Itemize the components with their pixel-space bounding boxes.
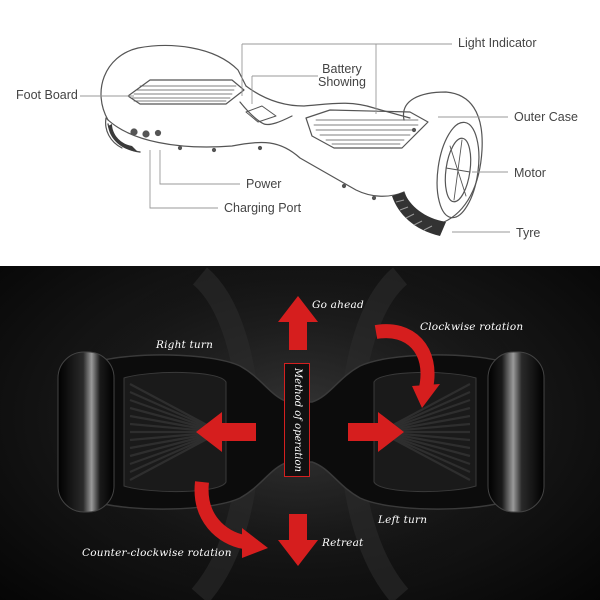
retreat-arrow <box>278 514 318 566</box>
tyre-tread <box>108 124 446 236</box>
left-turn-arrow <box>348 412 404 452</box>
power-label: Power <box>246 177 282 191</box>
right-foot-pad <box>373 371 477 493</box>
left-turn-label: Left turn <box>378 514 428 526</box>
go-ahead-label: Go ahead <box>312 299 364 311</box>
tyre-label: Tyre <box>516 226 541 240</box>
hoverboard-line-drawing <box>80 43 510 236</box>
clockwise-rotation-label: Clockwise rotation <box>420 321 524 333</box>
body-upper-edge <box>245 85 411 119</box>
right-foot-board <box>305 109 429 149</box>
right-turn-arrow <box>196 412 256 452</box>
battery-showing-label: Battery Showing <box>318 62 366 90</box>
foot-board-label: Foot Board <box>16 88 78 102</box>
clockwise-rotation-arrow <box>374 324 440 408</box>
left-wheel <box>57 351 115 513</box>
light-indicator-label: Light Indicator <box>458 36 537 50</box>
body-lower-edge <box>105 117 405 197</box>
retreat-label: Retreat <box>322 537 364 549</box>
motor-hub <box>436 121 480 219</box>
outer-case-label: Outer Case <box>514 110 578 124</box>
go-ahead-arrow <box>278 296 318 350</box>
right-wheel <box>487 351 545 513</box>
motor-label: Motor <box>514 166 546 180</box>
right-turn-label: Right turn <box>156 339 214 351</box>
left-wheel-cover-outline <box>100 44 247 121</box>
leader-lines <box>80 43 510 233</box>
method-of-operation-title: Method of operation <box>292 368 303 472</box>
charging-port-label: Charging Port <box>224 201 302 215</box>
method-of-operation-box: Method of operation <box>284 363 310 477</box>
left-foot-board <box>127 79 245 105</box>
parts-diagram-panel: Foot Board Battery Showing Light Indicat… <box>0 0 600 266</box>
counter-clockwise-rotation-arrow <box>194 481 268 558</box>
counter-clockwise-rotation-label: Counter-clockwise rotation <box>82 547 232 559</box>
right-wheel-cover <box>402 91 483 223</box>
